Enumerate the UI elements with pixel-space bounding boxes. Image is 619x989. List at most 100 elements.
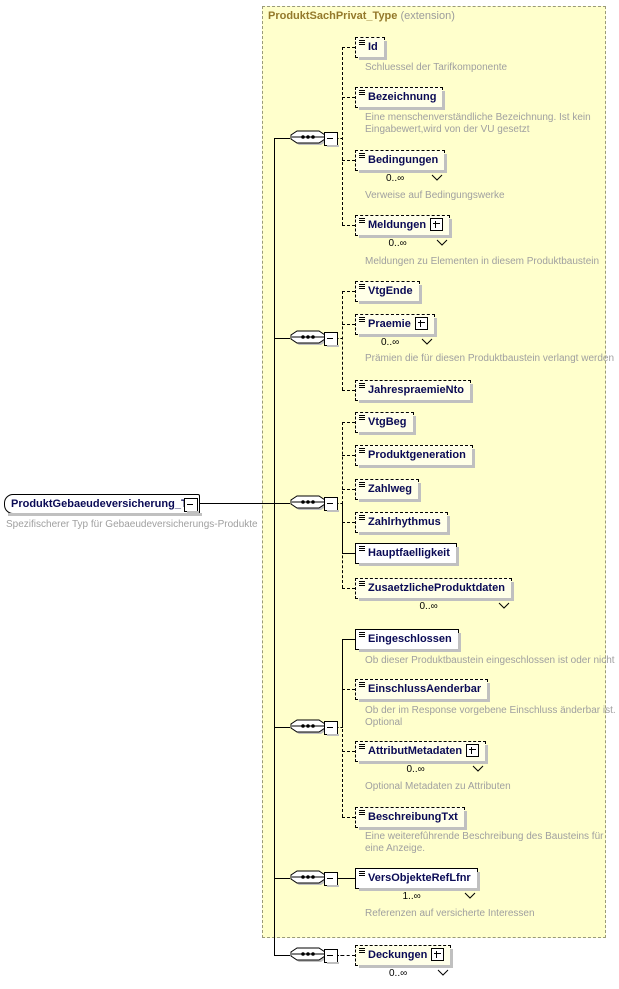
branch-to-node-line [342,455,355,456]
branch-to-node-line [342,751,355,752]
spine-to-sequence-line [274,338,290,339]
element-annotation: Eine weiterefûhrende Beschreibung des Ba… [365,831,604,854]
sequence-collapse-toggle[interactable] [324,949,339,964]
element-annotation: Meldungen zu Elementen in diesem Produkt… [365,256,600,267]
expand-plus-icon[interactable] [431,947,445,961]
expand-plus-icon[interactable] [430,217,444,231]
required-branch-segment [342,503,343,553]
element-type-icon [359,448,365,454]
type-extension-label: (extension) [397,10,455,22]
root-element-label: ProduktGebaeudeversicherung_T... [11,498,196,510]
element-node[interactable]: Id [355,37,387,60]
element-node[interactable]: JahrespraemieNto [355,380,473,403]
branch-to-node-line [342,47,355,48]
branch-to-node-line [336,878,355,879]
branch-to-node-line [342,588,355,589]
sequence-icon[interactable] [290,945,330,965]
sequence-icon[interactable] [290,128,330,148]
spine-to-sequence-line [274,727,290,728]
element-node[interactable]: Deckungen [355,945,454,968]
element-node[interactable]: Eingeschlossen [355,629,461,652]
sequence-branch-stub [336,727,343,728]
expand-plus-icon[interactable] [466,743,480,757]
element-node[interactable]: Hauptfaelligkeit [355,543,459,566]
element-node[interactable]: Meldungen [355,215,453,238]
element-annotation: Ob der im Response vorgebene Einschluss … [365,705,616,728]
expand-plus-icon[interactable] [414,316,428,330]
element-type-icon [359,317,365,323]
element-label: Meldungen [368,219,427,231]
element-type-icon [359,581,365,587]
element-label: BeschreibungTxt [368,811,458,823]
element-label: Hauptfaelligkeit [368,547,450,559]
element-label: Produktgeneration [368,449,466,461]
type-name: ProduktSachPrivat_Type [268,10,398,22]
sequence-branch-stub [336,138,343,139]
element-type-icon [359,546,365,552]
element-label: Zahlweg [368,483,413,495]
sequence-collapse-toggle[interactable] [324,497,339,512]
sequence-collapse-toggle[interactable] [324,332,339,347]
element-label: ZusaetzlicheProduktdaten [368,582,505,594]
element-node[interactable]: Praemie [355,314,437,337]
branch-to-node-line [342,390,355,391]
element-type-icon [359,515,365,521]
sequence-branch-trunk [342,47,343,225]
root-element-node[interactable]: ProduktGebaeudeversicherung_T... [4,494,202,516]
element-type-icon [359,218,365,224]
element-type-icon [359,284,365,290]
branch-to-node-line [342,817,355,818]
sequence-branch-trunk [342,639,343,817]
element-annotation: Eine menschenverständliche Bezeichnung. … [365,112,591,135]
sequence-icon[interactable] [290,493,330,513]
element-annotation: Optional Metadaten zu Attributen [365,781,511,792]
cardinality-label: 0..∞ [389,968,408,979]
group-spine-line [274,138,275,955]
element-node[interactable]: Zahlweg [355,479,422,502]
element-type-icon [359,90,365,96]
element-label: VtgBeg [368,416,407,428]
sequence-icon[interactable] [290,868,330,888]
branch-to-node-line [342,689,355,690]
element-node[interactable]: VtgEnde [355,281,422,304]
branch-to-node-line [336,955,355,956]
sequence-branch-stub [336,503,343,504]
element-type-icon [359,682,365,688]
repeat-indicator-icon [437,964,449,976]
element-annotation: Referenzen auf versicherte Interessen [365,908,535,919]
sequence-collapse-toggle[interactable] [324,132,339,147]
branch-to-node-line [342,489,355,490]
branch-to-node-line [342,422,355,423]
element-annotation: Prämien die für diesen Produktbaustein v… [365,353,615,364]
repeat-indicator-icon [472,760,484,772]
spine-to-sequence-line [274,955,290,956]
root-collapse-toggle[interactable] [184,498,199,513]
element-label: AttributMetadaten [368,745,463,757]
spine-to-sequence-line [274,503,290,504]
branch-to-node-line [342,324,355,325]
sequence-collapse-toggle[interactable] [324,872,339,887]
element-node[interactable]: BeschreibungTxt [355,807,467,830]
element-node[interactable]: ZusaetzlicheProduktdaten [355,578,514,601]
element-node[interactable]: AttributMetadaten [355,741,489,764]
element-node[interactable]: VersObjekteRefLfnr [355,868,480,891]
element-label: Deckungen [368,949,428,961]
element-node[interactable]: Bezeichnung [355,87,446,110]
element-node[interactable]: Produktgeneration [355,445,475,468]
branch-to-node-line [342,522,355,523]
element-type-icon [359,810,365,816]
branch-to-node-line [342,639,355,640]
element-node[interactable]: Bedingungen [355,150,448,173]
sequence-branch-trunk [342,291,343,390]
element-node[interactable]: Zahlrhythmus [355,512,450,535]
root-to-spine-line [200,503,274,504]
repeat-indicator-icon [464,887,476,899]
element-node[interactable]: EinschlussAenderbar [355,679,491,702]
sequence-icon[interactable] [290,328,330,348]
sequence-icon[interactable] [290,717,330,737]
sequence-branch-stub [336,338,343,339]
cardinality-label: 0..∞ [406,764,425,775]
element-label: EinschlussAenderbar [368,683,482,695]
sequence-collapse-toggle[interactable] [324,721,339,736]
element-node[interactable]: VtgBeg [355,412,416,435]
